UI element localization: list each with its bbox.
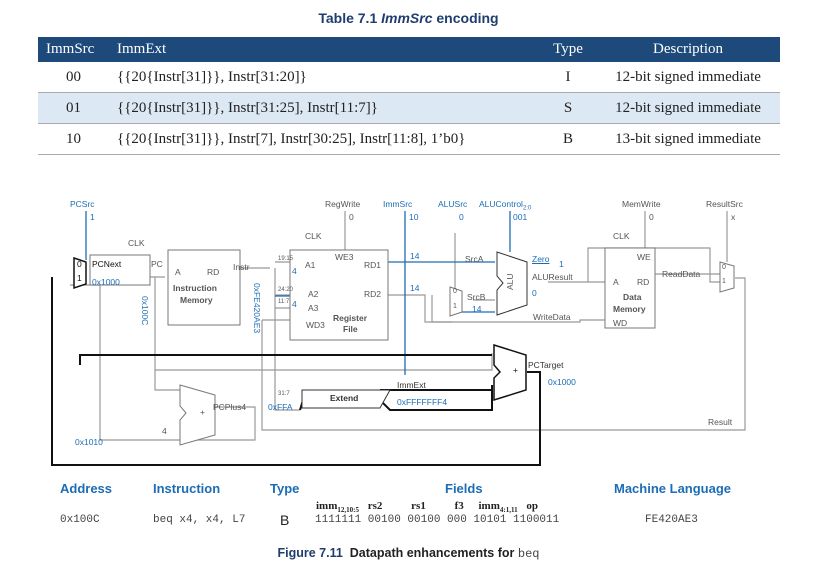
- fields-value: 1111111 00100 00100 000 10101 1100011: [315, 514, 560, 526]
- result-mux: [719, 261, 735, 293]
- extend-unit: [301, 389, 391, 409]
- address-header: Address: [60, 481, 113, 496]
- instruction-header: Instruction: [153, 481, 221, 496]
- srcb-mux: [449, 286, 463, 317]
- pc-mux: [73, 256, 87, 290]
- machine-value: FE420AE3: [645, 514, 698, 526]
- col-type: Type: [540, 37, 596, 62]
- machine-header: Machine Language: [614, 481, 732, 496]
- table-title: Table 7.1 ImmSrc encoding: [318, 10, 499, 26]
- pc-register: [89, 254, 151, 286]
- alusrc-label: ALUSrc: [438, 199, 468, 209]
- resultsrc-label: ResultSrc: [706, 199, 743, 209]
- pcsrc-label: PCSrc: [70, 199, 95, 209]
- col-immsrc: ImmSrc: [38, 37, 109, 62]
- table-row: 01 {{20{Instr[31]}}, Instr[31:25], Instr…: [38, 92, 780, 124]
- instruction-memory: [167, 249, 241, 326]
- regwrite-label: RegWrite: [325, 199, 361, 209]
- immsrc-table: ImmSrc ImmExt Type Description 00 {{20{I…: [38, 37, 780, 155]
- immsrc-label: ImmSrc: [383, 199, 413, 209]
- instruction-value: beq x4, x4, L7: [153, 514, 246, 526]
- data-memory: [604, 247, 656, 329]
- figure-caption: Figure 7.11 Datapath enhancements for be…: [277, 546, 540, 561]
- field-labels: imm12,10:5 rs2 rs1 f3 imm4:1,11 op: [316, 500, 538, 515]
- pcplus4-adder: [179, 384, 216, 446]
- col-description: Description: [596, 37, 780, 62]
- table-row: 10 {{20{Instr[31]}}, Instr[7], Instr[30:…: [38, 123, 780, 155]
- pctarget-adder: [493, 343, 527, 402]
- alu: [496, 251, 528, 316]
- fields-header: Fields: [445, 481, 483, 496]
- table-row: 00 {{20{Instr[31]}}, Instr[31:20]} I 12-…: [38, 62, 780, 93]
- pcnext-label: PCNext: [92, 259, 122, 269]
- memwrite-label: MemWrite: [622, 199, 661, 209]
- alucontrol-label: ALUControl2:0: [479, 199, 532, 212]
- register-file: [289, 249, 389, 341]
- col-immext: ImmExt: [109, 37, 540, 62]
- type-value: B: [280, 512, 290, 528]
- address-value: 0x100C: [60, 514, 100, 526]
- type-header: Type: [270, 481, 300, 496]
